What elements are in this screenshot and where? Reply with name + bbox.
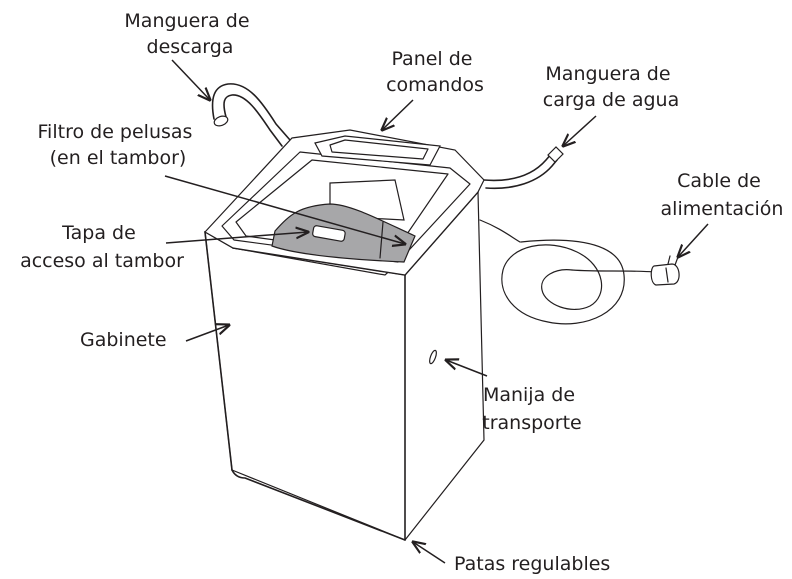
arrow-patas-regulables (413, 542, 446, 564)
label-cable-alimentacion: Cable de alimentación (661, 170, 784, 220)
arrow-tapa-acceso (165, 232, 308, 244)
washing-machine-illustration (204, 83, 680, 541)
label-manija-transporte: Manija de transporte (482, 384, 581, 434)
label-manguera-carga: Manguera de carga de agua (543, 63, 680, 111)
arrow-manguera-descarga (171, 59, 210, 100)
label-gabinete: Gabinete (80, 329, 167, 351)
label-manguera-descarga: Manguera de descarga (124, 10, 255, 58)
drain-hose (211, 83, 291, 147)
water-inlet-hose (483, 146, 564, 190)
arrow-cable-alimentacion (678, 223, 709, 257)
labels: Manguera de descarga Panel de comandos M… (20, 10, 783, 575)
leader-arrows (164, 59, 709, 564)
arrow-gabinete (185, 325, 229, 342)
arrow-manguera-carga (563, 115, 597, 146)
power-cable (479, 219, 680, 325)
label-filtro-pelusas: Filtro de pelusas (en el tambor) (38, 121, 199, 169)
arrow-manija-transporte (446, 360, 488, 377)
label-tapa-acceso: Tapa de acceso al tambor (20, 222, 184, 272)
label-panel-comandos: Panel de comandos (386, 48, 484, 96)
drum-access-cover (312, 225, 346, 242)
label-patas-regulables: Patas regulables (454, 553, 610, 575)
top-frame (204, 129, 485, 276)
arrow-panel-comandos (382, 99, 414, 130)
transport-handle (429, 349, 437, 365)
arrow-filtro-pelusas (164, 175, 405, 244)
